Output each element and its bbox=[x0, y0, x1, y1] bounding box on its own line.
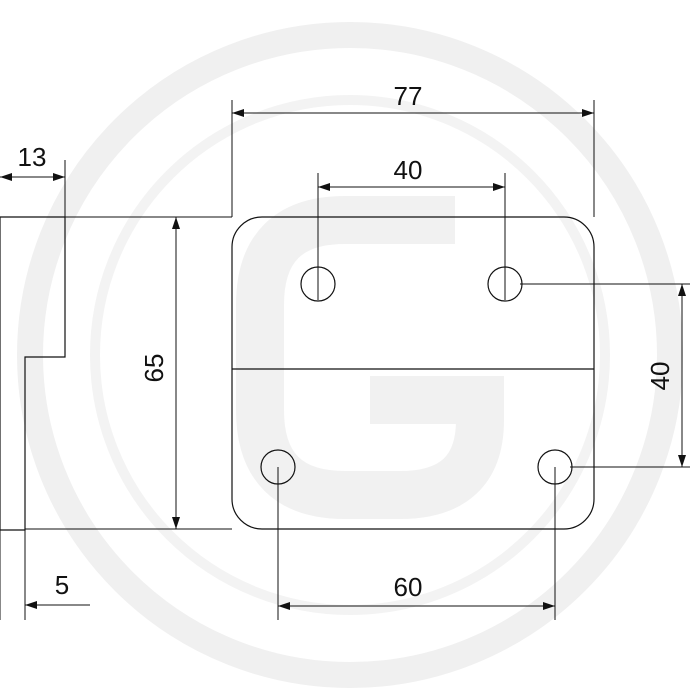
dim-label-plate-width: 77 bbox=[394, 81, 423, 111]
mounting-plate bbox=[231, 216, 595, 530]
extension-lines bbox=[0, 100, 690, 620]
dim-label-bottom-hole-spacing: 60 bbox=[394, 572, 423, 602]
dimension-lines bbox=[0, 109, 686, 610]
dim-label-top-hole-spacing: 40 bbox=[394, 155, 423, 185]
dim-label-plate-height: 65 bbox=[139, 354, 169, 383]
dim-label-side-offset: 5 bbox=[55, 570, 69, 600]
watermark-logo bbox=[17, 22, 683, 688]
dim-label-vertical-hole-spacing: 40 bbox=[645, 362, 675, 391]
dim-label-side-width: 13 bbox=[18, 142, 47, 172]
